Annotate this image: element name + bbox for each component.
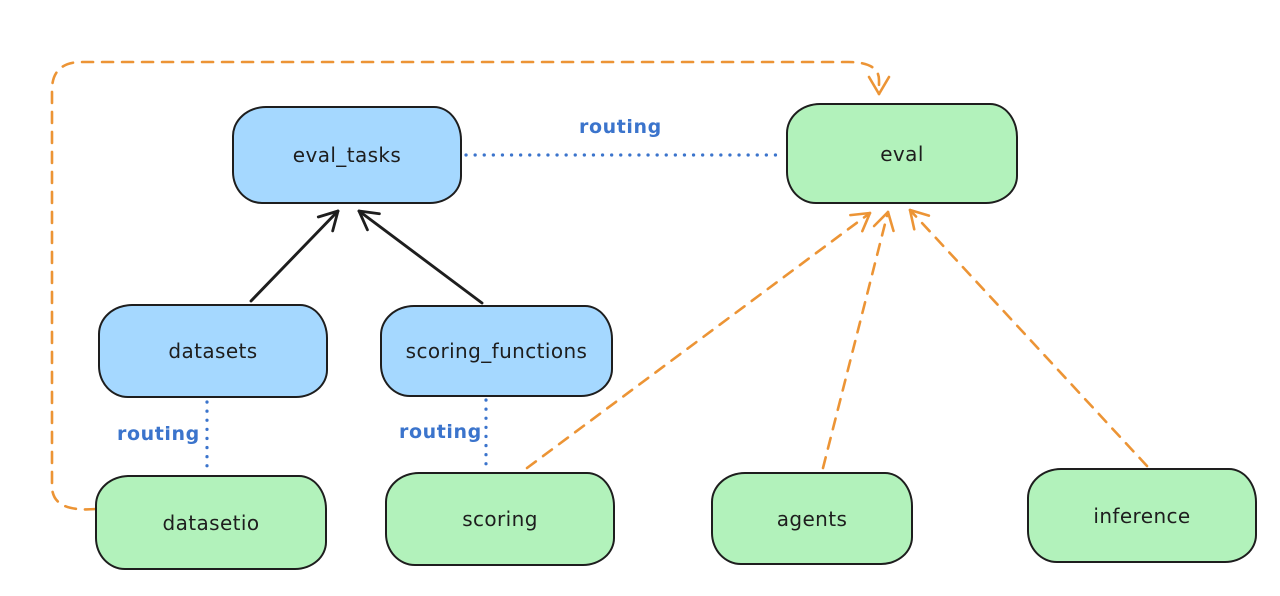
node-datasets-label: datasets	[168, 339, 258, 363]
node-eval-label: eval	[880, 141, 924, 166]
edge-scoring-functions-to-eval-tasks	[357, 209, 484, 305]
node-eval-tasks-label: eval_tasks	[292, 143, 402, 167]
routing-label-eval-tasks-eval: routing	[579, 116, 662, 138]
node-scoring: scoring	[385, 472, 615, 566]
edge-datasets-to-eval-tasks	[249, 209, 340, 303]
node-inference: inference	[1027, 468, 1257, 563]
node-scoring-functions-label: scoring_functions	[405, 339, 588, 363]
node-datasetio: datasetio	[95, 475, 327, 570]
routing-label-datasets-datasetio: routing	[117, 423, 200, 445]
node-scoring-functions: scoring_functions	[380, 305, 613, 397]
node-eval-tasks: eval_tasks	[232, 106, 462, 204]
node-datasets: datasets	[98, 304, 328, 398]
node-inference-label: inference	[1093, 503, 1191, 528]
edge-inference-to-eval	[908, 208, 1149, 468]
edge-datasetio-to-eval	[50, 60, 891, 511]
node-scoring-label: scoring	[462, 507, 538, 531]
edge-agents-to-eval	[821, 210, 895, 470]
edge-scoring-to-eval	[525, 211, 872, 470]
node-agents-label: agents	[776, 506, 848, 531]
node-eval: eval	[786, 103, 1018, 204]
routing-label-scoring-functions-scoring: routing	[399, 421, 482, 443]
node-agents: agents	[711, 472, 913, 565]
node-datasetio-label: datasetio	[162, 510, 260, 535]
